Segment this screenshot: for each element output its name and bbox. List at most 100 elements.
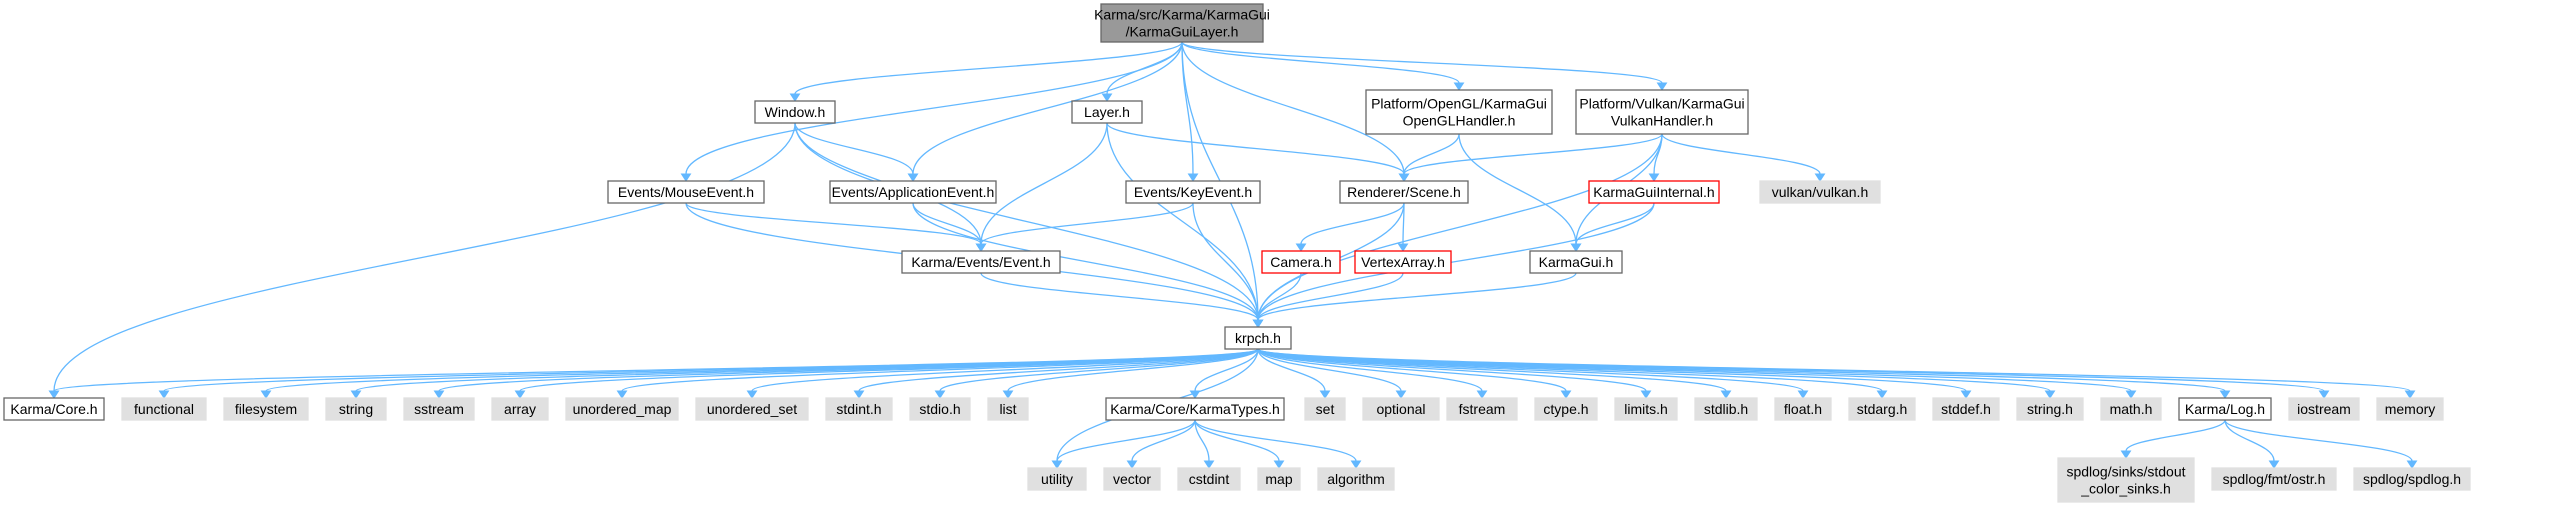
node-guiinternal[interactable]: KarmaGuiInternal.h (1588, 180, 1720, 204)
node-appevent[interactable]: Events/ApplicationEvent.h (829, 180, 997, 204)
node-label: sstream (414, 401, 464, 417)
node-filesystem[interactable]: filesystem (223, 397, 309, 421)
node-camera[interactable]: Camera.h (1261, 250, 1341, 274)
node-label: Karma/Events/Event.h (911, 254, 1050, 270)
node-label: VulkanHandler.h (1611, 113, 1713, 129)
node-label: KarmaGuiInternal.h (1593, 184, 1714, 200)
node-stdlib[interactable]: stdlib.h (1694, 397, 1758, 421)
node-log[interactable]: Karma/Log.h (2178, 397, 2272, 421)
edge-krpch-to-ctype (1257, 348, 1572, 399)
node-float[interactable]: float.h (1774, 397, 1832, 421)
node-box (2016, 397, 2084, 421)
node-box (695, 397, 809, 421)
edge-krpch-to-set (1257, 348, 1331, 399)
node-box (987, 397, 1029, 421)
node-box (1125, 180, 1261, 204)
node-stdoutsinks[interactable]: spdlog/sinks/stdout_color_sinks.h (2057, 457, 2195, 503)
node-vertexarray[interactable]: VertexArray.h (1354, 250, 1452, 274)
node-box (1362, 397, 1440, 421)
node-krpch[interactable]: krpch.h (1224, 326, 1292, 350)
node-stddef[interactable]: stddef.h (1932, 397, 2000, 421)
node-fstream[interactable]: fstream (1446, 397, 1518, 421)
node-label: spdlog/spdlog.h (2363, 471, 2461, 487)
node-label: list (999, 401, 1016, 417)
node-box (2288, 397, 2360, 421)
edge-scene-to-camera (1295, 202, 1405, 252)
node-mouseevent[interactable]: Events/MouseEvent.h (607, 180, 765, 204)
node-karmatypes[interactable]: Karma/Core/KarmaTypes.h (1105, 397, 1285, 421)
node-window[interactable]: Window.h (754, 100, 836, 124)
node-box (223, 397, 309, 421)
node-vulkanvk[interactable]: vulkan/vulkan.h (1759, 180, 1881, 204)
node-box (829, 180, 997, 204)
node-array[interactable]: array (491, 397, 549, 421)
node-string[interactable]: string (325, 397, 387, 421)
node-stdio[interactable]: stdio.h (909, 397, 971, 421)
edge-karmagui-to-krpch (1252, 272, 1577, 328)
node-optional[interactable]: optional (1362, 397, 1440, 421)
node-event[interactable]: Karma/Events/Event.h (901, 250, 1061, 274)
node-box (1257, 467, 1301, 491)
edge-vulkanhandler-to-vulkanvk (1661, 133, 1826, 182)
node-iostream[interactable]: iostream (2288, 397, 2360, 421)
nodes-layer: Karma/src/Karma/KarmaGui/KarmaGuiLayer.h… (3, 3, 2471, 503)
node-box (825, 397, 893, 421)
node-vector[interactable]: vector (1103, 467, 1161, 491)
node-label: spdlog/sinks/stdout (2066, 464, 2185, 480)
edge-layer-to-krpch (1106, 122, 1264, 328)
node-box (1100, 3, 1264, 43)
node-label: Layer.h (1084, 104, 1130, 120)
node-limits[interactable]: limits.h (1614, 397, 1678, 421)
node-stdint[interactable]: stdint.h (825, 397, 893, 421)
node-label: Events/MouseEvent.h (618, 184, 754, 200)
node-box (607, 180, 765, 204)
node-sstream[interactable]: sstream (403, 397, 475, 421)
node-stringh[interactable]: string.h (2016, 397, 2084, 421)
node-label: stdlib.h (1704, 401, 1748, 417)
node-stdarg[interactable]: stdarg.h (1848, 397, 1916, 421)
node-label: Window.h (765, 104, 826, 120)
node-karmagui[interactable]: KarmaGui.h (1529, 250, 1623, 274)
node-label: krpch.h (1235, 330, 1281, 346)
edge-karmatypes-to-vector (1126, 419, 1196, 469)
node-box (2353, 467, 2471, 491)
node-ctype[interactable]: ctype.h (1534, 397, 1598, 421)
edge-layer-to-scene (1106, 122, 1410, 182)
node-box (2178, 397, 2272, 421)
edge-krpch-to-filesystem (260, 348, 1259, 399)
node-box (1071, 100, 1143, 124)
node-unordered_map[interactable]: unordered_map (565, 397, 679, 421)
node-math[interactable]: math.h (2100, 397, 2162, 421)
node-core[interactable]: Karma/Core.h (3, 397, 105, 421)
node-list[interactable]: list (987, 397, 1029, 421)
node-spdlog[interactable]: spdlog/spdlog.h (2353, 467, 2471, 491)
node-root[interactable]: Karma/src/Karma/KarmaGui/KarmaGuiLayer.h (1094, 3, 1270, 43)
node-label: Karma/src/Karma/KarmaGui (1094, 7, 1270, 23)
node-fmtostr[interactable]: spdlog/fmt/ostr.h (2211, 467, 2337, 491)
node-set[interactable]: set (1304, 397, 1346, 421)
node-scene[interactable]: Renderer/Scene.h (1339, 180, 1469, 204)
node-label: OpenGLHandler.h (1403, 113, 1516, 129)
node-box (1575, 89, 1749, 135)
node-box (2211, 467, 2337, 491)
node-label: VertexArray.h (1361, 254, 1445, 270)
node-label: Karma/Core/KarmaTypes.h (1110, 401, 1280, 417)
node-box (565, 397, 679, 421)
node-box (1534, 397, 1598, 421)
node-label: math.h (2110, 401, 2153, 417)
node-cstdint[interactable]: cstdint (1177, 467, 1241, 491)
node-functional[interactable]: functional (121, 397, 207, 421)
node-label: fstream (1459, 401, 1506, 417)
node-layer[interactable]: Layer.h (1071, 100, 1143, 124)
node-box (1339, 180, 1469, 204)
node-unordered_set[interactable]: unordered_set (695, 397, 809, 421)
node-map[interactable]: map (1257, 467, 1301, 491)
node-algorithm[interactable]: algorithm (1317, 467, 1395, 491)
node-memory[interactable]: memory (2376, 397, 2444, 421)
edge-karmatypes-to-cstdint (1194, 419, 1215, 469)
node-keyevent[interactable]: Events/KeyEvent.h (1125, 180, 1261, 204)
node-utility[interactable]: utility (1027, 467, 1087, 491)
node-box (1304, 397, 1346, 421)
